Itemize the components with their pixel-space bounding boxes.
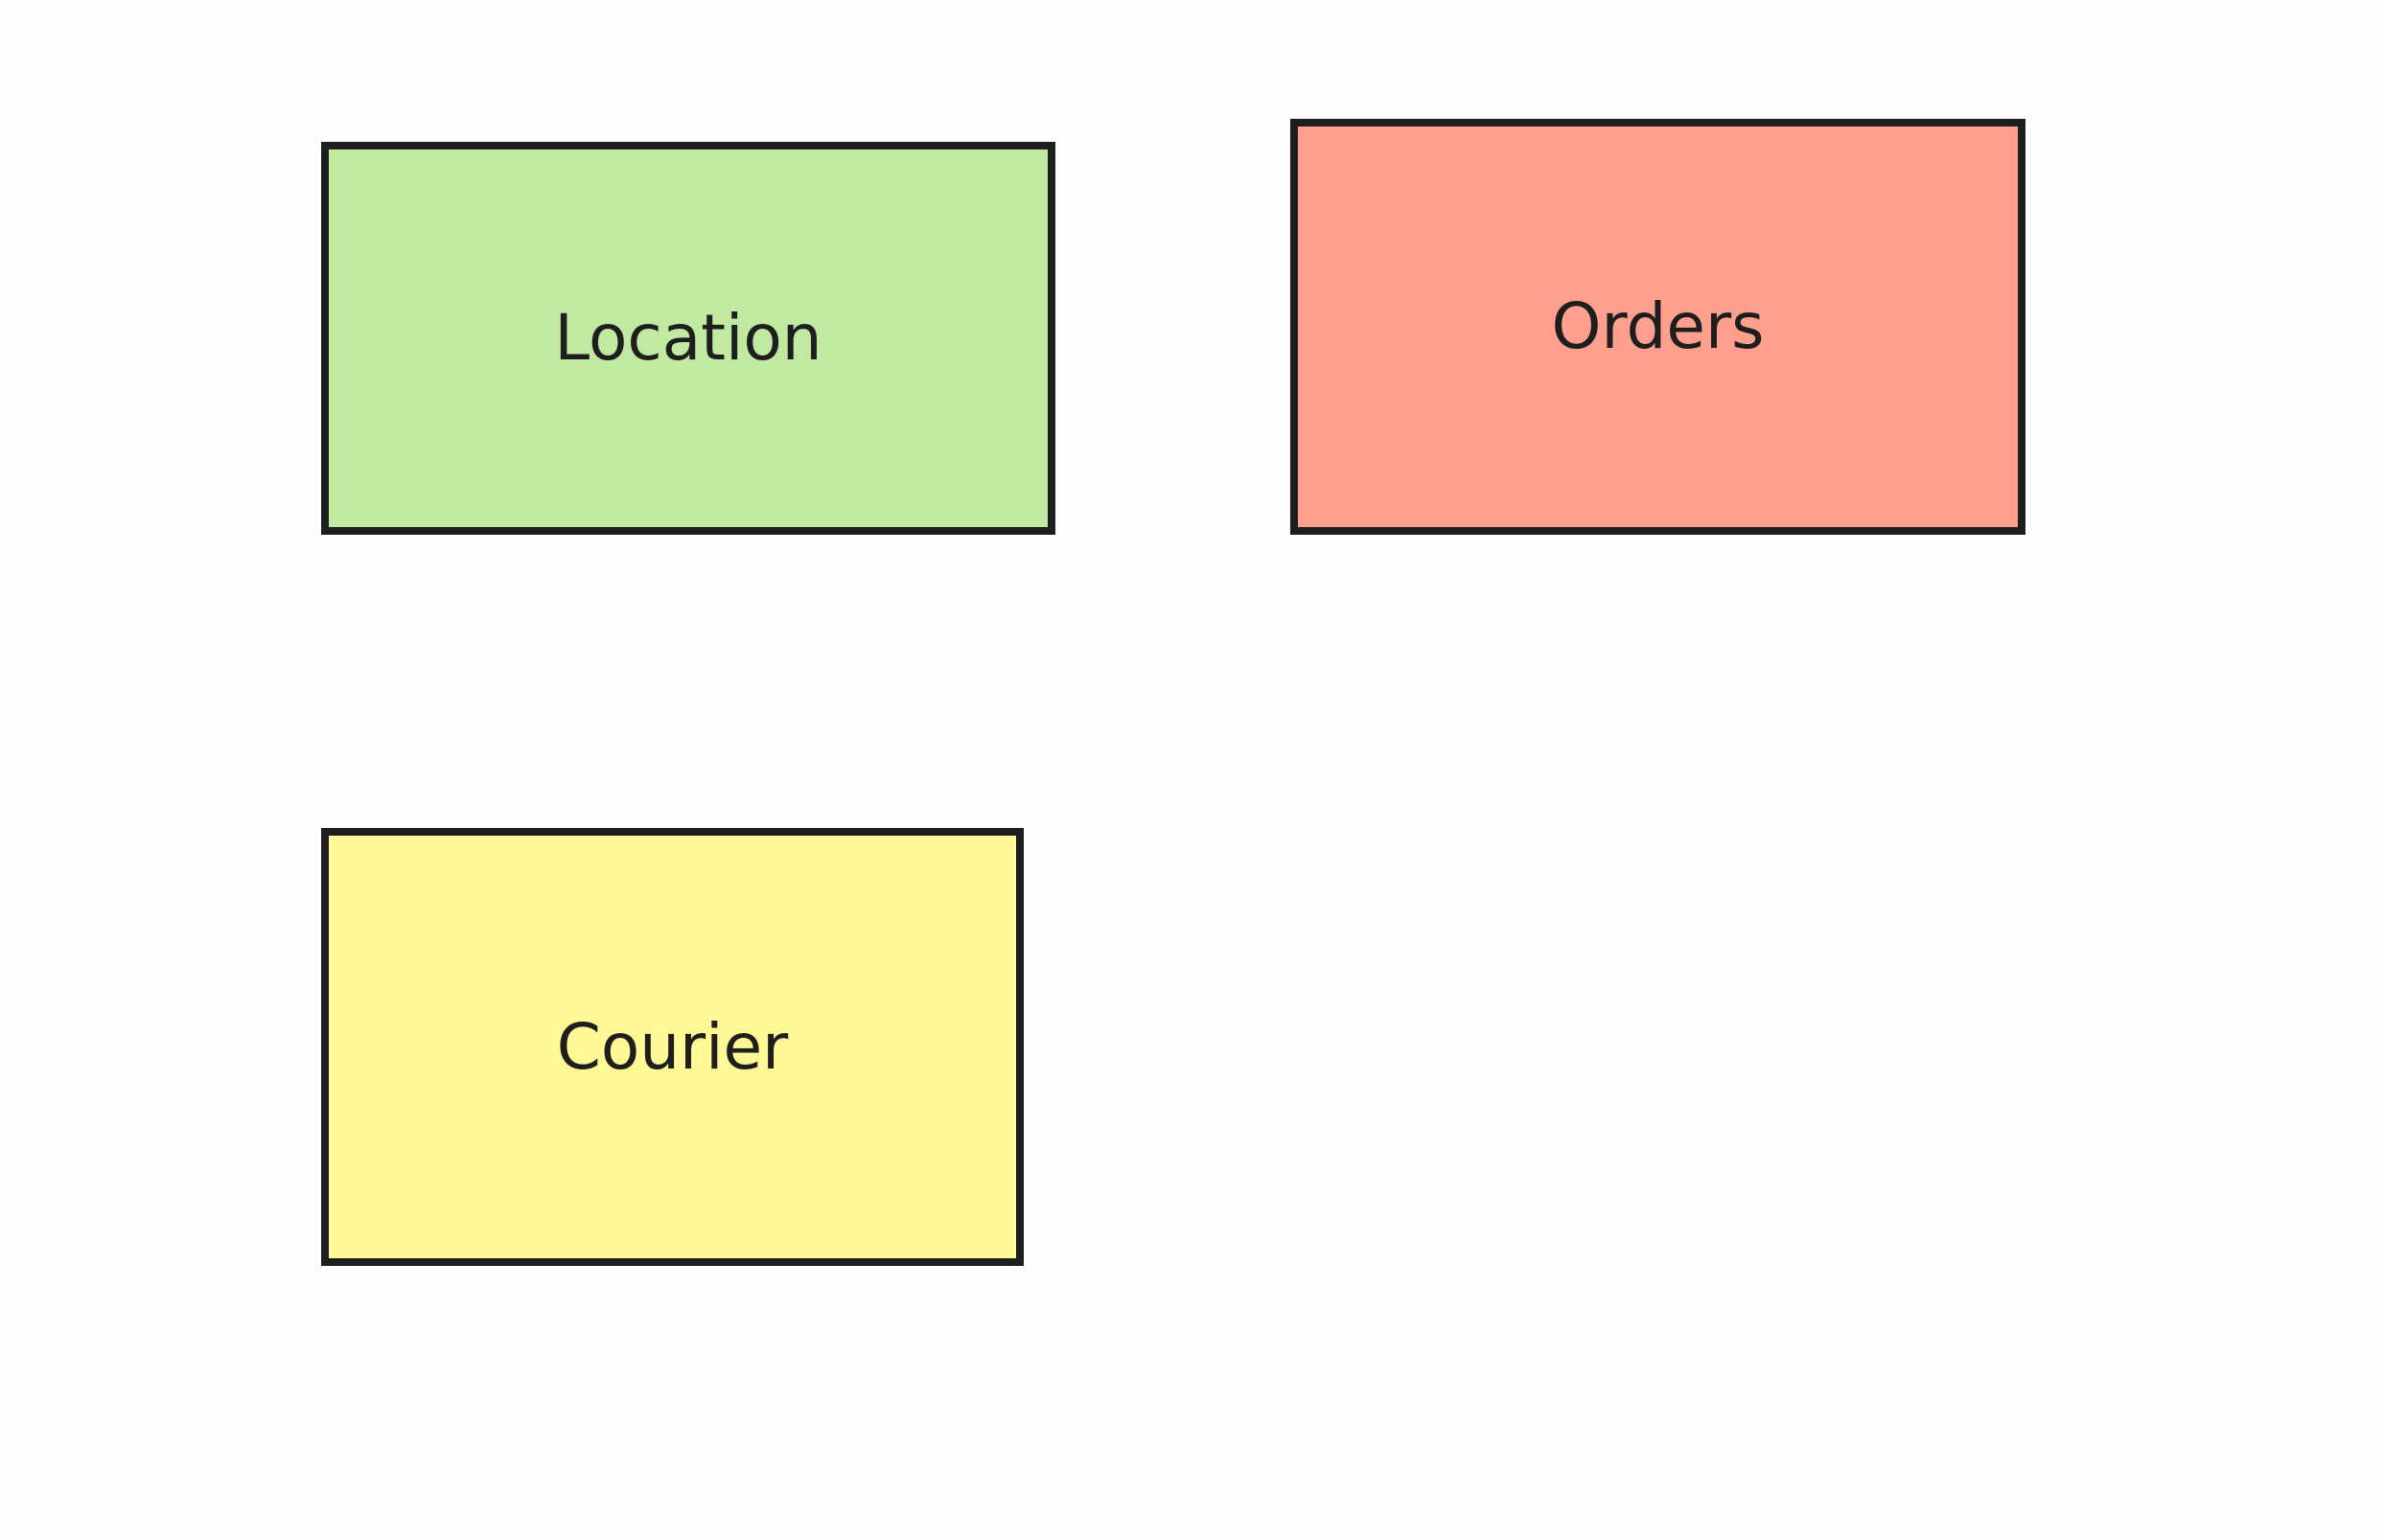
courier-node[interactable]: Courier	[321, 828, 1024, 1266]
orders-label: Orders	[1551, 289, 1765, 363]
location-node[interactable]: Location	[321, 142, 1055, 535]
courier-label: Courier	[556, 1009, 789, 1084]
location-label: Location	[554, 301, 822, 375]
orders-node[interactable]: Orders	[1290, 119, 2025, 535]
